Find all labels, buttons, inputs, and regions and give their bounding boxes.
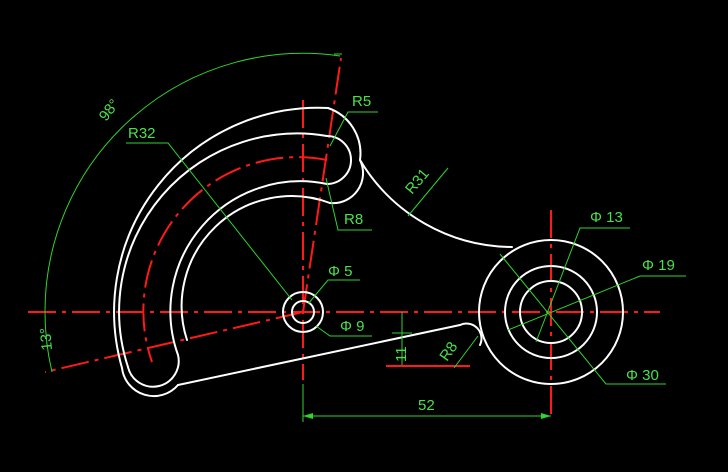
part-outline <box>113 106 624 398</box>
r8-slot-leader <box>325 177 372 231</box>
phi19-label: Φ 19 <box>642 257 675 274</box>
phi9-label: Φ 9 <box>340 318 364 335</box>
inner-arm-arc <box>180 195 331 341</box>
phi30-label: Φ 30 <box>626 367 659 384</box>
dim-52-arrow-right <box>541 413 551 419</box>
angle-13-label: 13° <box>37 327 56 351</box>
phi5-label: Φ 5 <box>328 263 352 280</box>
dim-52-arrow-left <box>303 413 313 419</box>
small-hole-inner-circle <box>291 300 315 324</box>
slot-upper-end <box>326 135 352 185</box>
phi13-leader <box>535 227 630 343</box>
small-hole-outer-circle <box>282 291 324 333</box>
phi9-leader <box>315 325 372 337</box>
upper-arm-end-cap <box>327 107 365 205</box>
slot-lower-end <box>127 354 180 388</box>
slot-inner-arc <box>169 180 328 356</box>
r31-leader <box>407 167 449 217</box>
boss-middle-circle <box>504 265 598 359</box>
lower-arm-end-cap <box>121 367 179 398</box>
centerlines <box>28 57 660 420</box>
slot-centerline-arc <box>142 156 328 363</box>
angle-98-arc <box>44 52 341 313</box>
outer-arm-arc <box>113 106 329 369</box>
lower-tangent-line <box>177 324 461 386</box>
boss-inner-circle <box>519 280 583 344</box>
tangent-arc-r31 <box>359 159 513 248</box>
fillet-r8 <box>459 322 483 346</box>
r31-label: R31 <box>402 166 433 198</box>
r8-slot-label: R8 <box>344 211 363 228</box>
r32-leader <box>126 142 293 301</box>
phi13-label: Φ 13 <box>590 209 623 226</box>
r5-label: R5 <box>352 93 371 110</box>
dim-11-label: 11 <box>393 346 410 362</box>
angle-13-arc <box>44 311 53 373</box>
r8-fillet-label: R8 <box>436 339 461 364</box>
r8-fillet-leader <box>453 335 479 369</box>
angle-98-label: 98° <box>96 96 123 124</box>
phi5-leader <box>307 279 360 305</box>
r32-label: R32 <box>128 125 156 142</box>
phi19-leader <box>507 275 686 331</box>
r5-leader <box>329 111 378 147</box>
phi30-leader <box>499 253 666 385</box>
dim-52-label: 52 <box>418 397 435 414</box>
slot-outer-arc <box>118 132 328 368</box>
boss-outer-circle <box>478 239 624 385</box>
